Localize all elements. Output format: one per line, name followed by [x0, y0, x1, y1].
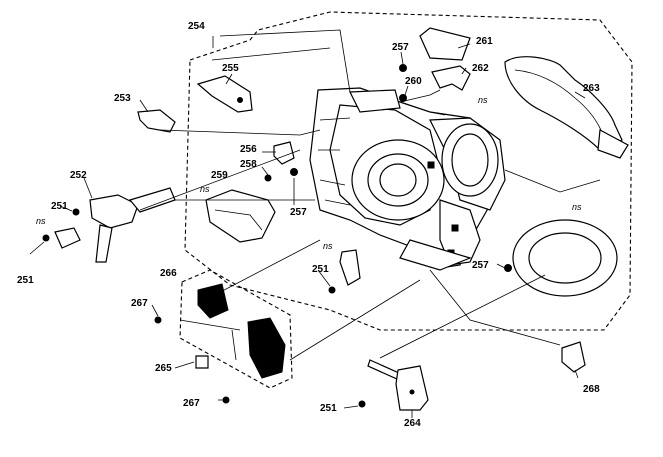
callout-267-a: 267: [131, 298, 148, 309]
subassembly-266-outline: [179, 269, 293, 389]
callout-261: 261: [476, 36, 493, 47]
part-262-bracket: [431, 65, 471, 91]
callout-251-c: 251: [312, 264, 329, 275]
part-259-bracket: [205, 189, 276, 243]
callout-252: 252: [70, 170, 87, 181]
part-265-tab: [195, 355, 209, 369]
callout-254: 254: [188, 21, 205, 32]
callout-260: 260: [405, 76, 422, 87]
callout-263: 263: [583, 83, 600, 94]
part-256-clip: [273, 141, 295, 165]
part-253-bracket: [137, 109, 176, 133]
flat-ring: [512, 219, 618, 297]
callout-253: 253: [114, 93, 131, 104]
ns-mark-259: ns: [200, 184, 210, 194]
main-frame: [309, 87, 506, 271]
callout-256: 256: [240, 144, 257, 155]
callout-258: 258: [240, 159, 257, 170]
callout-257-mid: 257: [290, 207, 307, 218]
part-266-shield: [179, 283, 286, 379]
callout-262: 262: [472, 63, 489, 74]
part-264-shaft: [367, 359, 429, 411]
small-ns-bracket-center: [339, 249, 361, 286]
callout-265: 265: [155, 363, 172, 374]
small-ns-bracket-left: [54, 227, 81, 249]
ns-mark-left: ns: [36, 216, 46, 226]
part-261-sheet: [419, 27, 471, 61]
callout-259: 259: [211, 170, 228, 181]
callout-268: 268: [583, 384, 600, 395]
callout-257-right: 257: [472, 260, 489, 271]
callout-266: 266: [160, 268, 177, 279]
callout-labels: 254 255 257 261 260 262 263 253 256 258 …: [17, 21, 600, 429]
callout-257-top: 257: [392, 42, 409, 53]
callout-251-b: 251: [17, 275, 34, 286]
ns-mark-ring: ns: [572, 202, 582, 212]
callout-251-d: 251: [320, 403, 337, 414]
part-268-latch: [561, 341, 586, 373]
part-263-strap: [504, 56, 629, 159]
ns-mark-frame: ns: [478, 95, 488, 105]
callout-255: 255: [222, 63, 239, 74]
part-255-plate: [196, 75, 253, 113]
callout-264: 264: [404, 418, 421, 429]
leader-lines: [29, 29, 601, 418]
part-252-hinge: [89, 187, 176, 263]
callout-267-b: 267: [183, 398, 200, 409]
ns-mark-center: ns: [323, 241, 333, 251]
ns-marks: ns ns ns ns ns: [36, 95, 582, 251]
screws: [42, 64, 512, 408]
callout-251-a: 251: [51, 201, 68, 212]
